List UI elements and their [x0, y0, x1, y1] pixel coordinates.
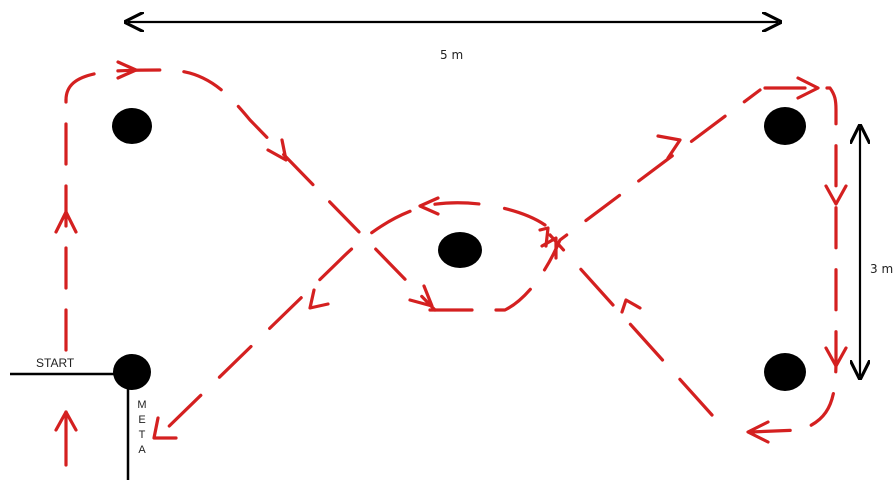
arrow-down-right-side-2	[824, 346, 848, 368]
arrow-up-start	[54, 410, 78, 432]
arrow-down-left-finish	[152, 416, 178, 440]
arrow-center-peak	[538, 226, 550, 248]
cone-center	[438, 232, 482, 268]
arrow-right-top	[116, 60, 138, 80]
arrow-left-bottom-right	[746, 420, 770, 444]
cone-top-left	[112, 108, 152, 144]
arrow-left-center	[418, 196, 440, 216]
finish-letter: M	[137, 399, 147, 411]
path-diagonal-to-finish	[158, 201, 547, 437]
path-diagonal-down	[64, 68, 437, 312]
finish-label: M E T A	[136, 398, 148, 458]
width-dimension-label: 5 m	[440, 48, 464, 62]
running-path	[64, 68, 838, 467]
finish-letter: A	[138, 444, 146, 456]
finish-letter: E	[138, 414, 146, 426]
arrow-right-top-right	[796, 76, 820, 100]
cone-bottom-right	[764, 353, 806, 391]
cone-top-right	[764, 107, 806, 145]
arrow-down-right-1	[266, 138, 288, 162]
arrow-down-left-1	[308, 288, 330, 310]
path-right-loop	[748, 86, 838, 434]
finish-letter: T	[138, 429, 146, 441]
path-diagonal-up	[428, 88, 762, 312]
path-return-diagonal	[548, 233, 714, 417]
arrow-down-right-2	[408, 284, 434, 308]
arrow-up-left-diagonal	[620, 298, 642, 314]
arrow-up-right-2	[656, 134, 682, 160]
path-arrowheads	[54, 60, 848, 444]
arrow-up-left	[54, 210, 78, 234]
cone-bottom-left	[113, 354, 151, 390]
arrow-down-right-side-1	[824, 184, 848, 206]
height-dimension-label: 3 m	[870, 262, 894, 276]
start-label: START	[36, 356, 75, 370]
